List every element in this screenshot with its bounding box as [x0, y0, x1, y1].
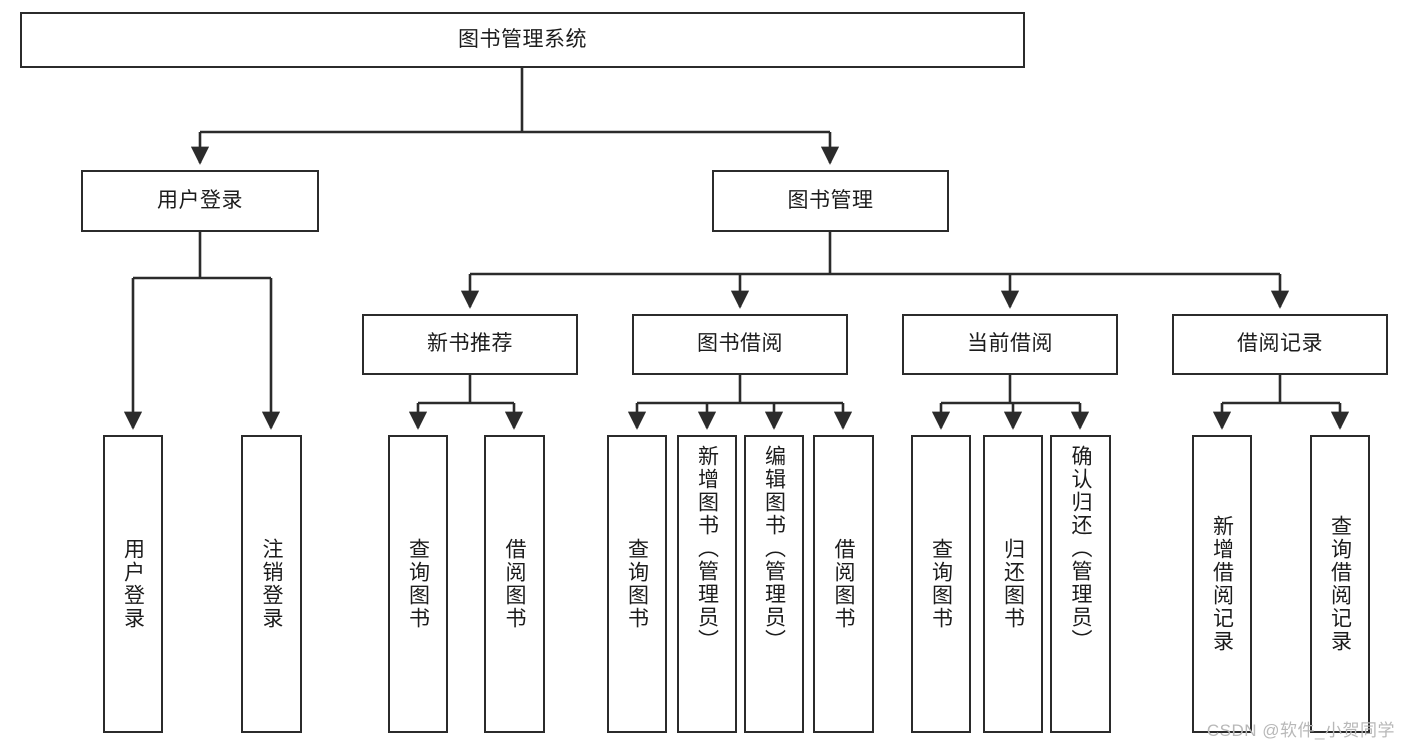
node-root[interactable]: 图书管理系统 — [20, 12, 1025, 68]
node-label: 借阅图书 — [832, 538, 855, 630]
node-label: 新增借阅记录 — [1210, 515, 1234, 653]
node-leaf-add-record[interactable]: 新增借阅记录 — [1192, 435, 1252, 733]
node-leaf-edit-book[interactable]: 编辑图书（管理员） — [744, 435, 804, 733]
node-leaf-user-login[interactable]: 用户登录 — [103, 435, 163, 733]
node-leaf-query-book-1[interactable]: 查询图书 — [388, 435, 448, 733]
node-leaf-query-record[interactable]: 查询借阅记录 — [1310, 435, 1370, 733]
node-leaf-query-book-3[interactable]: 查询图书 — [911, 435, 971, 733]
node-current-borrow[interactable]: 当前借阅 — [902, 314, 1118, 375]
csdn-watermark: CSDN @软件_小贺同学 — [1206, 721, 1395, 740]
node-label: 当前借阅 — [967, 332, 1053, 356]
node-label: 图书管理 — [787, 188, 874, 212]
node-label: 新书推荐 — [427, 332, 513, 356]
node-leaf-confirm-return[interactable]: 确认归还（管理员） — [1050, 435, 1111, 733]
node-leaf-logout[interactable]: 注销登录 — [241, 435, 302, 733]
node-label: 归还图书 — [1001, 538, 1025, 630]
node-label: 图书借阅 — [697, 332, 783, 356]
node-leaf-borrow-book-1[interactable]: 借阅图书 — [484, 435, 545, 733]
node-label: 借阅图书 — [503, 538, 526, 630]
node-label: 查询借阅记录 — [1328, 515, 1352, 653]
node-leaf-borrow-book-2[interactable]: 借阅图书 — [813, 435, 874, 733]
node-book-borrow[interactable]: 图书借阅 — [632, 314, 848, 375]
node-label: 查询图书 — [929, 538, 953, 630]
node-label: 编辑图书（管理员） — [762, 445, 786, 652]
node-new-book-recommend[interactable]: 新书推荐 — [362, 314, 578, 375]
node-label: 查询图书 — [625, 538, 649, 630]
node-label: 注销登录 — [260, 538, 283, 630]
node-borrow-record[interactable]: 借阅记录 — [1172, 314, 1388, 375]
node-label: 用户登录 — [157, 188, 243, 212]
node-label: 确认归还（管理员） — [1069, 445, 1092, 652]
node-label: 查询图书 — [406, 538, 430, 630]
node-leaf-return-book[interactable]: 归还图书 — [983, 435, 1043, 733]
node-book-manage[interactable]: 图书管理 — [712, 170, 949, 232]
node-label: 借阅记录 — [1237, 332, 1323, 356]
node-label: 新增图书（管理员） — [695, 445, 719, 652]
node-label: 图书管理系统 — [458, 27, 587, 51]
node-leaf-add-book[interactable]: 新增图书（管理员） — [677, 435, 737, 733]
node-user-login[interactable]: 用户登录 — [81, 170, 319, 232]
node-label: 用户登录 — [121, 538, 145, 630]
node-leaf-query-book-2[interactable]: 查询图书 — [607, 435, 667, 733]
